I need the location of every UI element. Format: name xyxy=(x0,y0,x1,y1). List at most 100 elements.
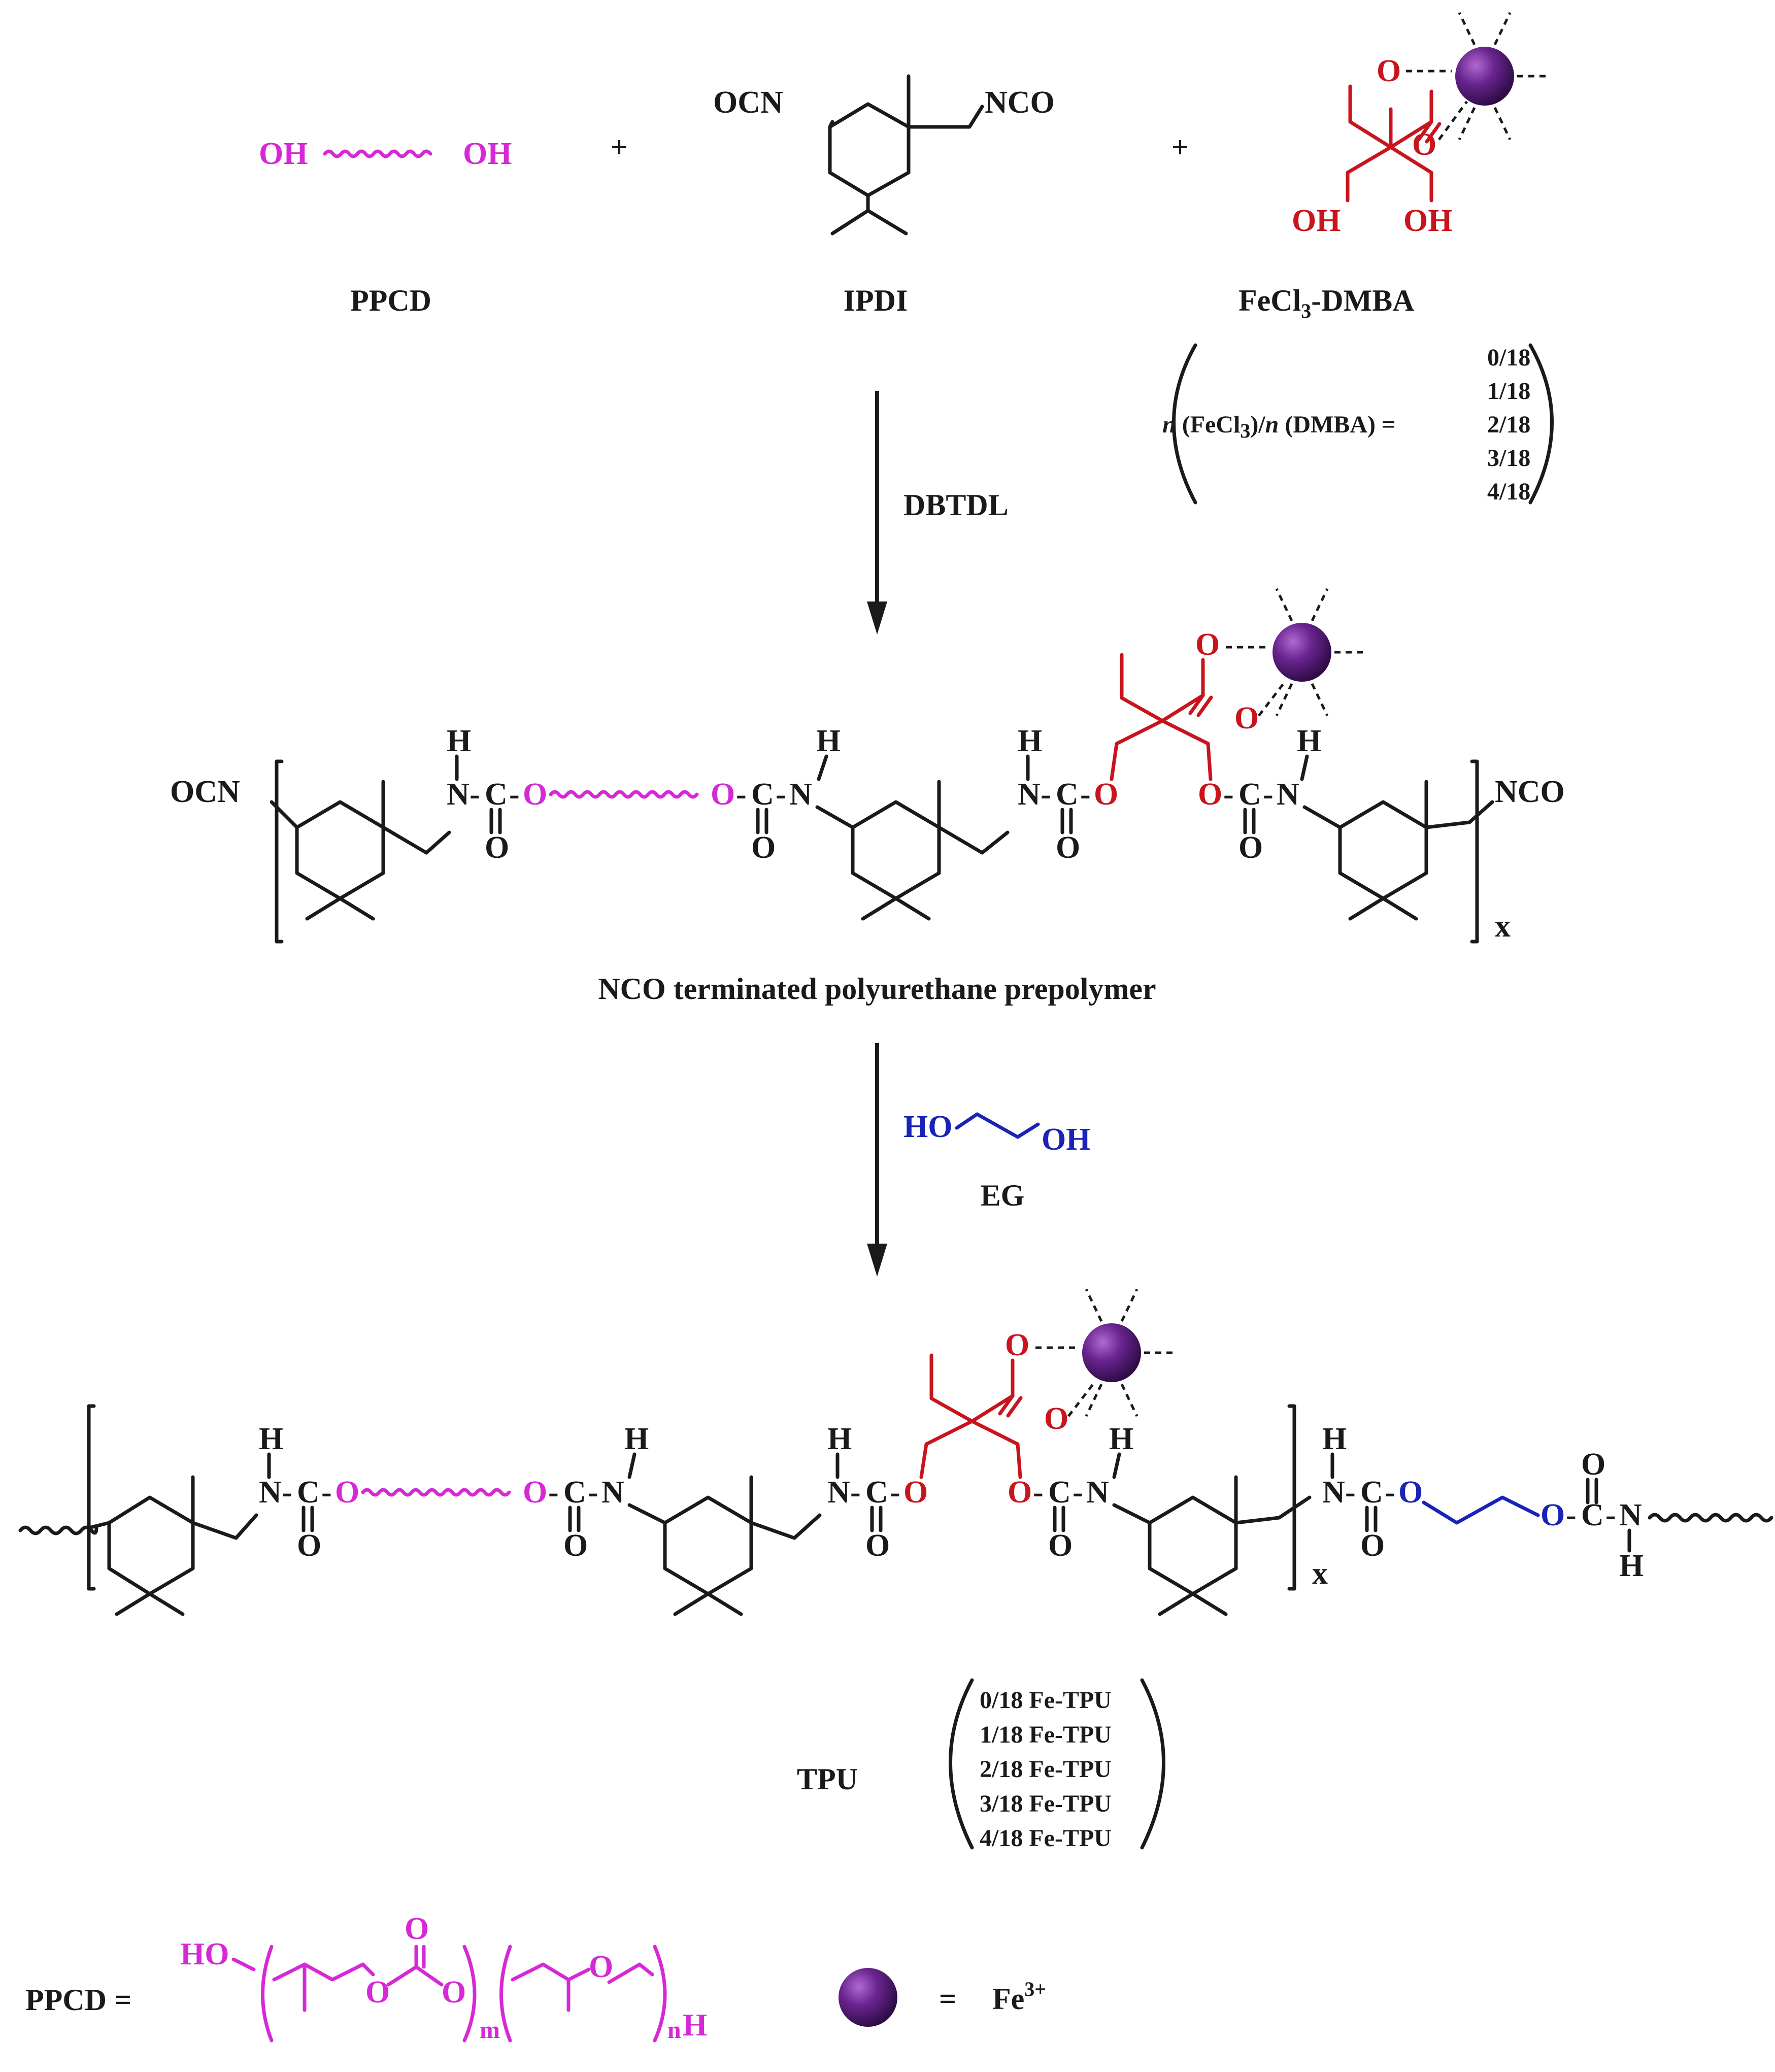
svg-text:H: H xyxy=(1619,1549,1644,1583)
ipdi-nco: NCO xyxy=(985,85,1055,120)
svg-text:C: C xyxy=(1581,1498,1604,1532)
ppcd-legend-m: m xyxy=(480,2017,500,2044)
ratio-value-1: 1/18 xyxy=(1487,378,1530,405)
svg-text:N: N xyxy=(259,1475,282,1510)
eg-ho: HO xyxy=(903,1110,952,1144)
svg-text:H: H xyxy=(1018,724,1042,758)
fe-ion-legend-sphere xyxy=(839,1968,897,2027)
tpu-bracket-right xyxy=(1287,1404,1296,1591)
svg-text:O: O xyxy=(1581,1447,1605,1482)
eg-name: EG xyxy=(981,1179,1025,1212)
tpu-chain-left xyxy=(18,1525,98,1535)
svg-text:-: - xyxy=(1223,777,1234,812)
svg-text:H: H xyxy=(1109,1422,1133,1456)
svg-text:-: - xyxy=(588,1475,598,1510)
ppcd-legend-n: n xyxy=(667,2017,681,2044)
svg-text:C: C xyxy=(865,1475,888,1510)
svg-text:C: C xyxy=(297,1475,320,1510)
ipdi-skeleton xyxy=(828,74,984,236)
svg-text:N: N xyxy=(1086,1475,1109,1510)
ppcd-oh-left: OH xyxy=(259,137,308,171)
fe-legend-label: Fe3+ xyxy=(992,1978,1046,2016)
svg-text:N: N xyxy=(789,777,812,812)
prepolymer-nco: NCO xyxy=(1495,775,1565,809)
svg-text:O: O xyxy=(1238,830,1263,865)
ppcd-legend-paren-2-left xyxy=(499,1945,512,2043)
dmba-o-top: O xyxy=(1377,54,1401,88)
svg-text:C: C xyxy=(563,1475,586,1510)
svg-text:O: O xyxy=(1005,1328,1029,1362)
prepolymer-ppcd-chain xyxy=(549,790,699,799)
svg-text:O: O xyxy=(442,1975,466,2010)
svg-text:-: - xyxy=(321,1475,332,1510)
tpu-variant-1: 1/18 Fe-TPU xyxy=(980,1721,1112,1748)
molar-ratio-block: n (FeCl3)/n (DMBA) = 0/18 1/18 2/18 3/18… xyxy=(1162,343,1554,505)
prepolymer-ring-1 xyxy=(270,780,451,921)
ppcd-legend-label: PPCD = xyxy=(25,1983,131,2017)
svg-text:O: O xyxy=(1198,777,1222,812)
fecl3-dmba-name: FeCl3-DMBA xyxy=(1238,284,1415,322)
ppcd-structure-legend: PPCD = HO O O O m O n H xyxy=(25,1912,707,2044)
svg-text:C: C xyxy=(1056,777,1079,812)
tpu-eg-segment xyxy=(1422,1495,1540,1525)
prepolymer-bracket-right xyxy=(1470,759,1479,944)
tpu-repeat-x: x xyxy=(1312,1556,1328,1591)
svg-text:C: C xyxy=(751,777,774,812)
svg-text:-: - xyxy=(1263,777,1274,812)
reaction-arrow-2: HO OH EG xyxy=(867,1043,1090,1277)
svg-text:O: O xyxy=(1008,1475,1032,1510)
svg-text:O: O xyxy=(1360,1528,1385,1563)
svg-text:O: O xyxy=(1234,701,1259,736)
ppcd-reactant: OH OH PPCD xyxy=(259,137,512,317)
svg-text:HO: HO xyxy=(180,1937,229,1971)
tpu-paren-right xyxy=(1140,1678,1165,1850)
tpu-name: TPU xyxy=(797,1762,858,1796)
svg-text:O: O xyxy=(865,1528,890,1563)
svg-text:O: O xyxy=(563,1528,588,1563)
svg-text:-: - xyxy=(1080,777,1091,812)
prepolymer-ocn: OCN xyxy=(170,775,240,809)
tpu-variant-2: 2/18 Fe-TPU xyxy=(980,1756,1112,1783)
fe-legend-equals: = xyxy=(939,1982,956,2016)
svg-text:H: H xyxy=(624,1422,649,1456)
tpu-variant-0: 0/18 Fe-TPU xyxy=(980,1687,1112,1714)
svg-text:N: N xyxy=(827,1475,850,1510)
prepolymer-ring-3 xyxy=(1302,780,1494,921)
svg-text:N: N xyxy=(1018,777,1041,812)
prepolymer-structure: OCN x H N - C O - O O - C O - N H H N - xyxy=(170,589,1565,1006)
svg-text:-: - xyxy=(509,777,520,812)
svg-text:H: H xyxy=(816,724,841,758)
svg-text:O: O xyxy=(1056,830,1080,865)
svg-text:N: N xyxy=(601,1475,624,1510)
svg-text:O: O xyxy=(1048,1528,1073,1563)
eg-chain xyxy=(955,1112,1040,1139)
ratio-expression: n (FeCl3)/n (DMBA) = xyxy=(1162,411,1395,442)
svg-text:-: - xyxy=(850,1475,861,1510)
svg-text:N: N xyxy=(447,777,470,812)
tpu-variants-block: TPU 0/18 Fe-TPU 1/18 Fe-TPU 2/18 Fe-TPU … xyxy=(797,1678,1165,1852)
tpu-dmba-unit xyxy=(919,1353,1023,1479)
svg-text:N: N xyxy=(1322,1475,1345,1510)
prepolymer-dmba-unit xyxy=(1110,653,1213,781)
tpu-ring-1 xyxy=(87,1475,258,1616)
svg-text:-: - xyxy=(1041,777,1051,812)
ipdi-reactant: OCN NCO IPDI xyxy=(713,74,1055,317)
ratio-value-4: 4/18 xyxy=(1487,478,1530,505)
ppcd-name: PPCD xyxy=(350,284,431,317)
ppcd-legend-paren-1-right xyxy=(462,1945,477,2043)
dbtdl-catalyst-label: DBTDL xyxy=(903,488,1009,522)
svg-text:O: O xyxy=(335,1475,359,1510)
svg-text:O: O xyxy=(523,1475,547,1510)
svg-text:-: - xyxy=(1566,1498,1577,1532)
svg-text:H: H xyxy=(827,1422,852,1456)
svg-text:C: C xyxy=(1048,1475,1071,1510)
fe-ion-tpu xyxy=(1082,1289,1177,1416)
svg-text:H: H xyxy=(1297,724,1321,758)
ppcd-oh-right: OH xyxy=(463,137,512,171)
plus-sign-2: + xyxy=(1171,130,1189,164)
prepolymer-repeat-x: x xyxy=(1495,909,1511,944)
svg-text:O: O xyxy=(589,1950,613,1984)
svg-text:-: - xyxy=(776,777,786,812)
tpu-ring-2 xyxy=(627,1475,822,1616)
dmba-o-bottom: O xyxy=(1412,127,1436,162)
